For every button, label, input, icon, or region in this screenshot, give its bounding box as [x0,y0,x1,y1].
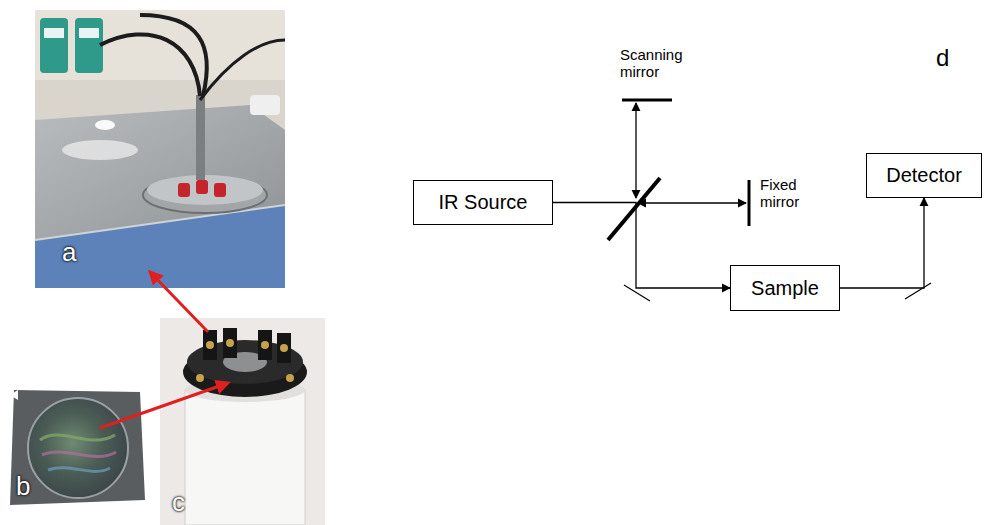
red-arrow [150,272,208,332]
component-label: Fixed mirror [760,176,810,211]
scanning-mirror [622,99,672,102]
instrument-photo [35,10,285,288]
beam-arrow [840,198,924,288]
component-label: Scanning mirror [620,46,680,81]
beam-path [638,202,746,203]
beam-arrow [553,203,730,289]
beam-splitter [608,178,660,240]
panel-letter: b [16,472,30,502]
sample-disk-photo [10,390,145,505]
panel-letter: c [172,488,185,518]
box-text: Sample [751,277,819,300]
sample-box: Sample [730,265,840,311]
beam-path [635,103,636,198]
box-text: Detector [886,164,962,187]
panel-letter: a [62,238,76,268]
fixed-mirror [748,180,751,226]
fold-mirror [905,283,931,299]
red-arrow [100,383,228,428]
detector-box: Detector [866,153,982,198]
source-box: IR Source [413,180,553,225]
panel-letter: d [936,44,949,72]
box-text: IR Source [439,191,528,214]
sample-holder-photo [160,318,325,525]
